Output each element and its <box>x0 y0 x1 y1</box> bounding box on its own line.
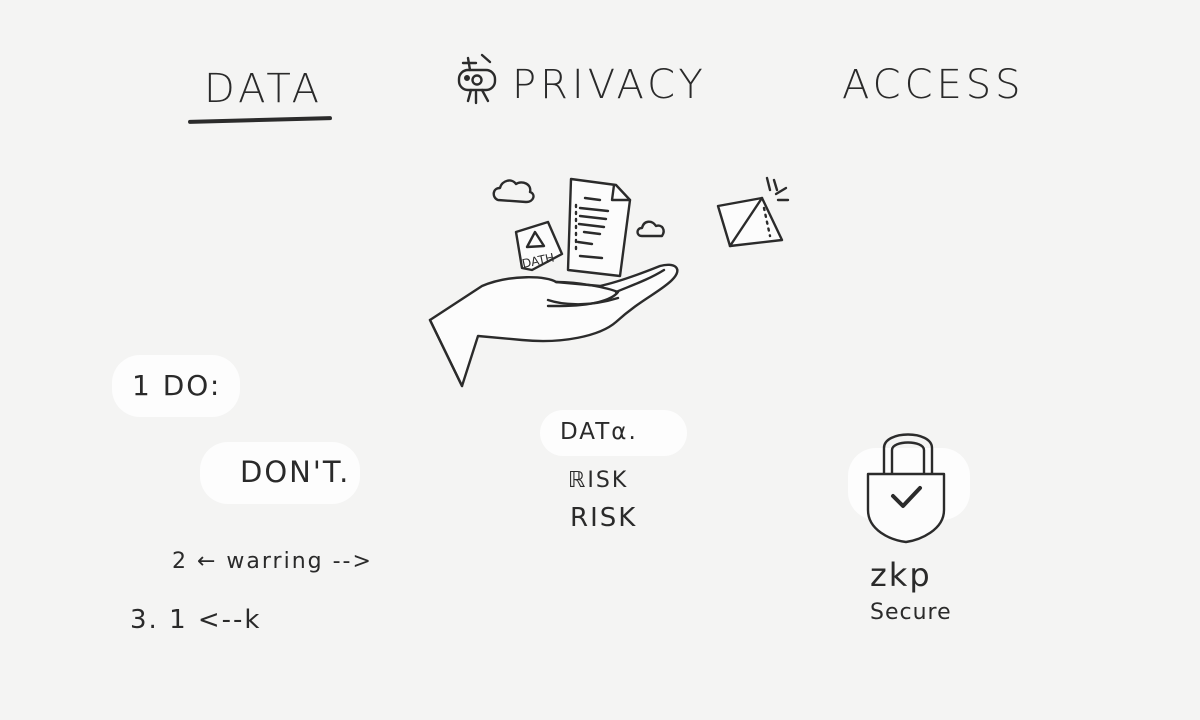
lock-check-icon <box>866 433 946 544</box>
badge-document-icon: DATH <box>514 220 564 272</box>
hand-icon <box>428 263 679 388</box>
secure-label: Secure <box>870 600 952 625</box>
risk-label-1: ℝISK <box>568 468 629 493</box>
tab-access[interactable]: ACCESS <box>842 62 1025 108</box>
cloud-icon-small <box>636 220 665 238</box>
cloud-icon <box>492 179 535 204</box>
dont-highlight <box>200 442 360 504</box>
warning-item: 2 ← warring --> <box>172 549 373 574</box>
tab-data[interactable]: DATA <box>204 66 324 112</box>
zkp-label: zkp <box>870 556 932 594</box>
triangle-flag-icon <box>716 176 790 248</box>
do-item: 1 DO: <box>132 369 222 402</box>
data-label: DATα. <box>560 419 638 445</box>
data-label-highlight <box>540 410 687 456</box>
k-item: 3. 1 <--k <box>130 605 262 635</box>
dont-item: DON'T. <box>240 455 351 489</box>
robot-icon <box>457 53 497 105</box>
badge-text: DATH <box>521 250 556 270</box>
do-highlight <box>112 355 240 417</box>
document-icon <box>566 177 632 278</box>
risk-label-2: RISK <box>570 503 638 533</box>
tab-privacy[interactable]: PRIVACY <box>512 62 707 108</box>
